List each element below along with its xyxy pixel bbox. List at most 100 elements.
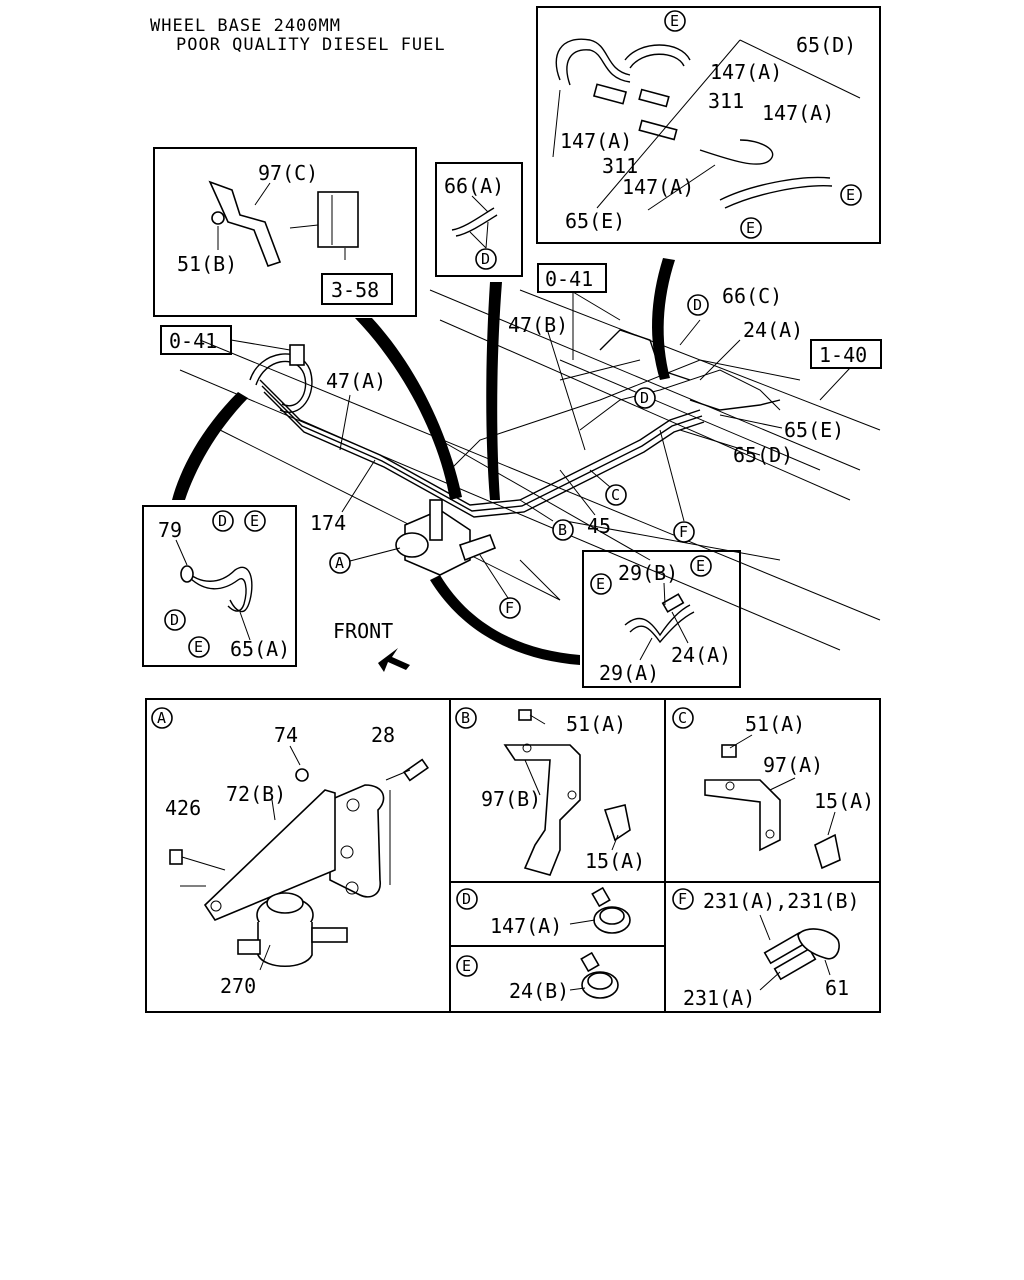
callout-wedge-3 <box>486 282 502 500</box>
inset-bracket-97c: 97(C) 51(B) 3-58 <box>153 147 417 317</box>
label-15a-b: 15(A) <box>585 849 645 873</box>
main-leader-lines <box>230 291 851 599</box>
label-79: 79 <box>158 518 182 542</box>
label-28: 28 <box>371 723 395 747</box>
label-147a-d: 147(A) <box>490 914 562 938</box>
label-47b: 47(B) <box>508 313 568 337</box>
label-24a-inset: 24(A) <box>671 643 731 667</box>
circle-marker-d <box>456 888 478 910</box>
detail-a: A 74 28 426 72(B) 270 <box>151 707 429 998</box>
label-51a-b: 51(A) <box>566 712 626 736</box>
circle-marker-f <box>673 521 695 543</box>
callout-wedge-4 <box>652 258 675 380</box>
svg-text:F: F <box>679 523 688 541</box>
circle-marker-e <box>690 555 712 577</box>
circle-marker-e <box>590 573 612 595</box>
circle-marker-e <box>456 955 478 977</box>
label-65a: 65(A) <box>230 637 290 661</box>
circle-marker-b <box>455 707 477 729</box>
circle-marker-e <box>840 184 862 206</box>
label-24b: 24(B) <box>509 979 569 1003</box>
svg-text:E: E <box>194 638 203 656</box>
label-97c: 97(C) <box>258 161 318 185</box>
circle-marker-c <box>672 707 694 729</box>
circle-marker-a <box>151 707 173 729</box>
circle-marker-c <box>605 484 627 506</box>
inset-hose-79: 79 65(A) D E D E <box>142 505 297 667</box>
circle-marker-f <box>672 888 694 910</box>
label-65d-main: 65(D) <box>733 443 793 467</box>
svg-text:D: D <box>462 890 471 908</box>
label-47a: 47(A) <box>326 369 386 393</box>
ref-3-58: 3-58 <box>331 278 379 302</box>
fuel-filter-assembly <box>395 499 497 576</box>
label-74: 74 <box>274 723 298 747</box>
ref-box-3-58 <box>321 273 393 305</box>
ref-0-41-left: 0-41 <box>169 329 217 353</box>
label-270: 270 <box>220 974 256 998</box>
label-51b: 51(B) <box>177 252 237 276</box>
svg-text:E: E <box>250 512 259 530</box>
detail-e: E 24(B) <box>456 951 619 1003</box>
svg-text:A: A <box>335 554 344 572</box>
svg-text:B: B <box>558 521 567 539</box>
svg-text:E: E <box>670 12 679 30</box>
label-45: 45 <box>587 514 611 538</box>
label-15a-c: 15(A) <box>814 789 874 813</box>
label-147a-3: 147(A) <box>560 129 632 153</box>
circle-marker-e <box>188 636 210 658</box>
label-174: 174 <box>310 511 346 535</box>
inset-hose-set-top: 65(D) 147(A) 311 147(A) 147(A) 311 147(A… <box>536 6 881 244</box>
ref-0-41-right: 0-41 <box>545 267 593 291</box>
circle-marker-a <box>329 552 351 574</box>
detail-f: F 231(A),231(B) 231(A) 61 <box>672 888 860 1010</box>
svg-text:F: F <box>505 599 514 617</box>
detail-d: D 147(A) <box>456 886 631 938</box>
svg-text:D: D <box>693 296 702 314</box>
detail-c: C 51(A) 97(A) 15(A) <box>672 707 874 870</box>
callout-wedge-5 <box>430 575 580 665</box>
svg-text:D: D <box>170 611 179 629</box>
circle-marker-d <box>164 609 186 631</box>
label-65e-top: 65(E) <box>565 209 625 233</box>
circle-marker-d <box>634 387 656 409</box>
circle-marker-f <box>499 597 521 619</box>
circle-marker-e <box>740 217 762 239</box>
chassis-frame <box>179 289 881 651</box>
detail-b: B 51(A) 97(B) 15(A) <box>455 707 645 876</box>
ref-box-1-40 <box>810 339 882 369</box>
label-426: 426 <box>165 796 201 820</box>
header-line-2: POOR QUALITY DIESEL FUEL <box>176 35 446 55</box>
label-311-2: 311 <box>602 154 638 178</box>
label-24a-main: 24(A) <box>743 318 803 342</box>
callout-wedge-2 <box>355 318 462 500</box>
svg-text:F: F <box>678 890 687 908</box>
header-line-1: WHEEL BASE 2400MM <box>150 16 341 36</box>
ref-1-40: 1-40 <box>819 343 867 367</box>
label-65e-main: 65(E) <box>784 418 844 442</box>
label-147a-2: 147(A) <box>762 101 834 125</box>
label-72b: 72(B) <box>226 782 286 806</box>
circle-marker-e <box>244 510 266 532</box>
circle-marker-d <box>212 510 234 532</box>
svg-text:E: E <box>846 186 855 204</box>
label-311-1: 311 <box>708 89 744 113</box>
svg-text:A: A <box>157 709 166 727</box>
ref-box-0-41-right <box>537 263 607 293</box>
label-66c: 66(C) <box>722 284 782 308</box>
front-label: FRONT <box>333 619 393 643</box>
svg-text:D: D <box>218 512 227 530</box>
circle-marker-e <box>664 10 686 32</box>
svg-text:E: E <box>596 575 605 593</box>
label-231ab: 231(A),231(B) <box>703 889 860 913</box>
circle-marker-d <box>475 248 497 270</box>
label-66a: 66(A) <box>444 174 504 198</box>
svg-text:D: D <box>640 389 649 407</box>
label-147a-4: 147(A) <box>622 175 694 199</box>
label-61: 61 <box>825 976 849 1000</box>
callout-wedge-1 <box>172 392 248 500</box>
label-29a: 29(A) <box>599 661 659 685</box>
inset-hose-29: 29(B) 29(A) 24(A) E E <box>582 550 741 688</box>
svg-text:D: D <box>481 250 490 268</box>
